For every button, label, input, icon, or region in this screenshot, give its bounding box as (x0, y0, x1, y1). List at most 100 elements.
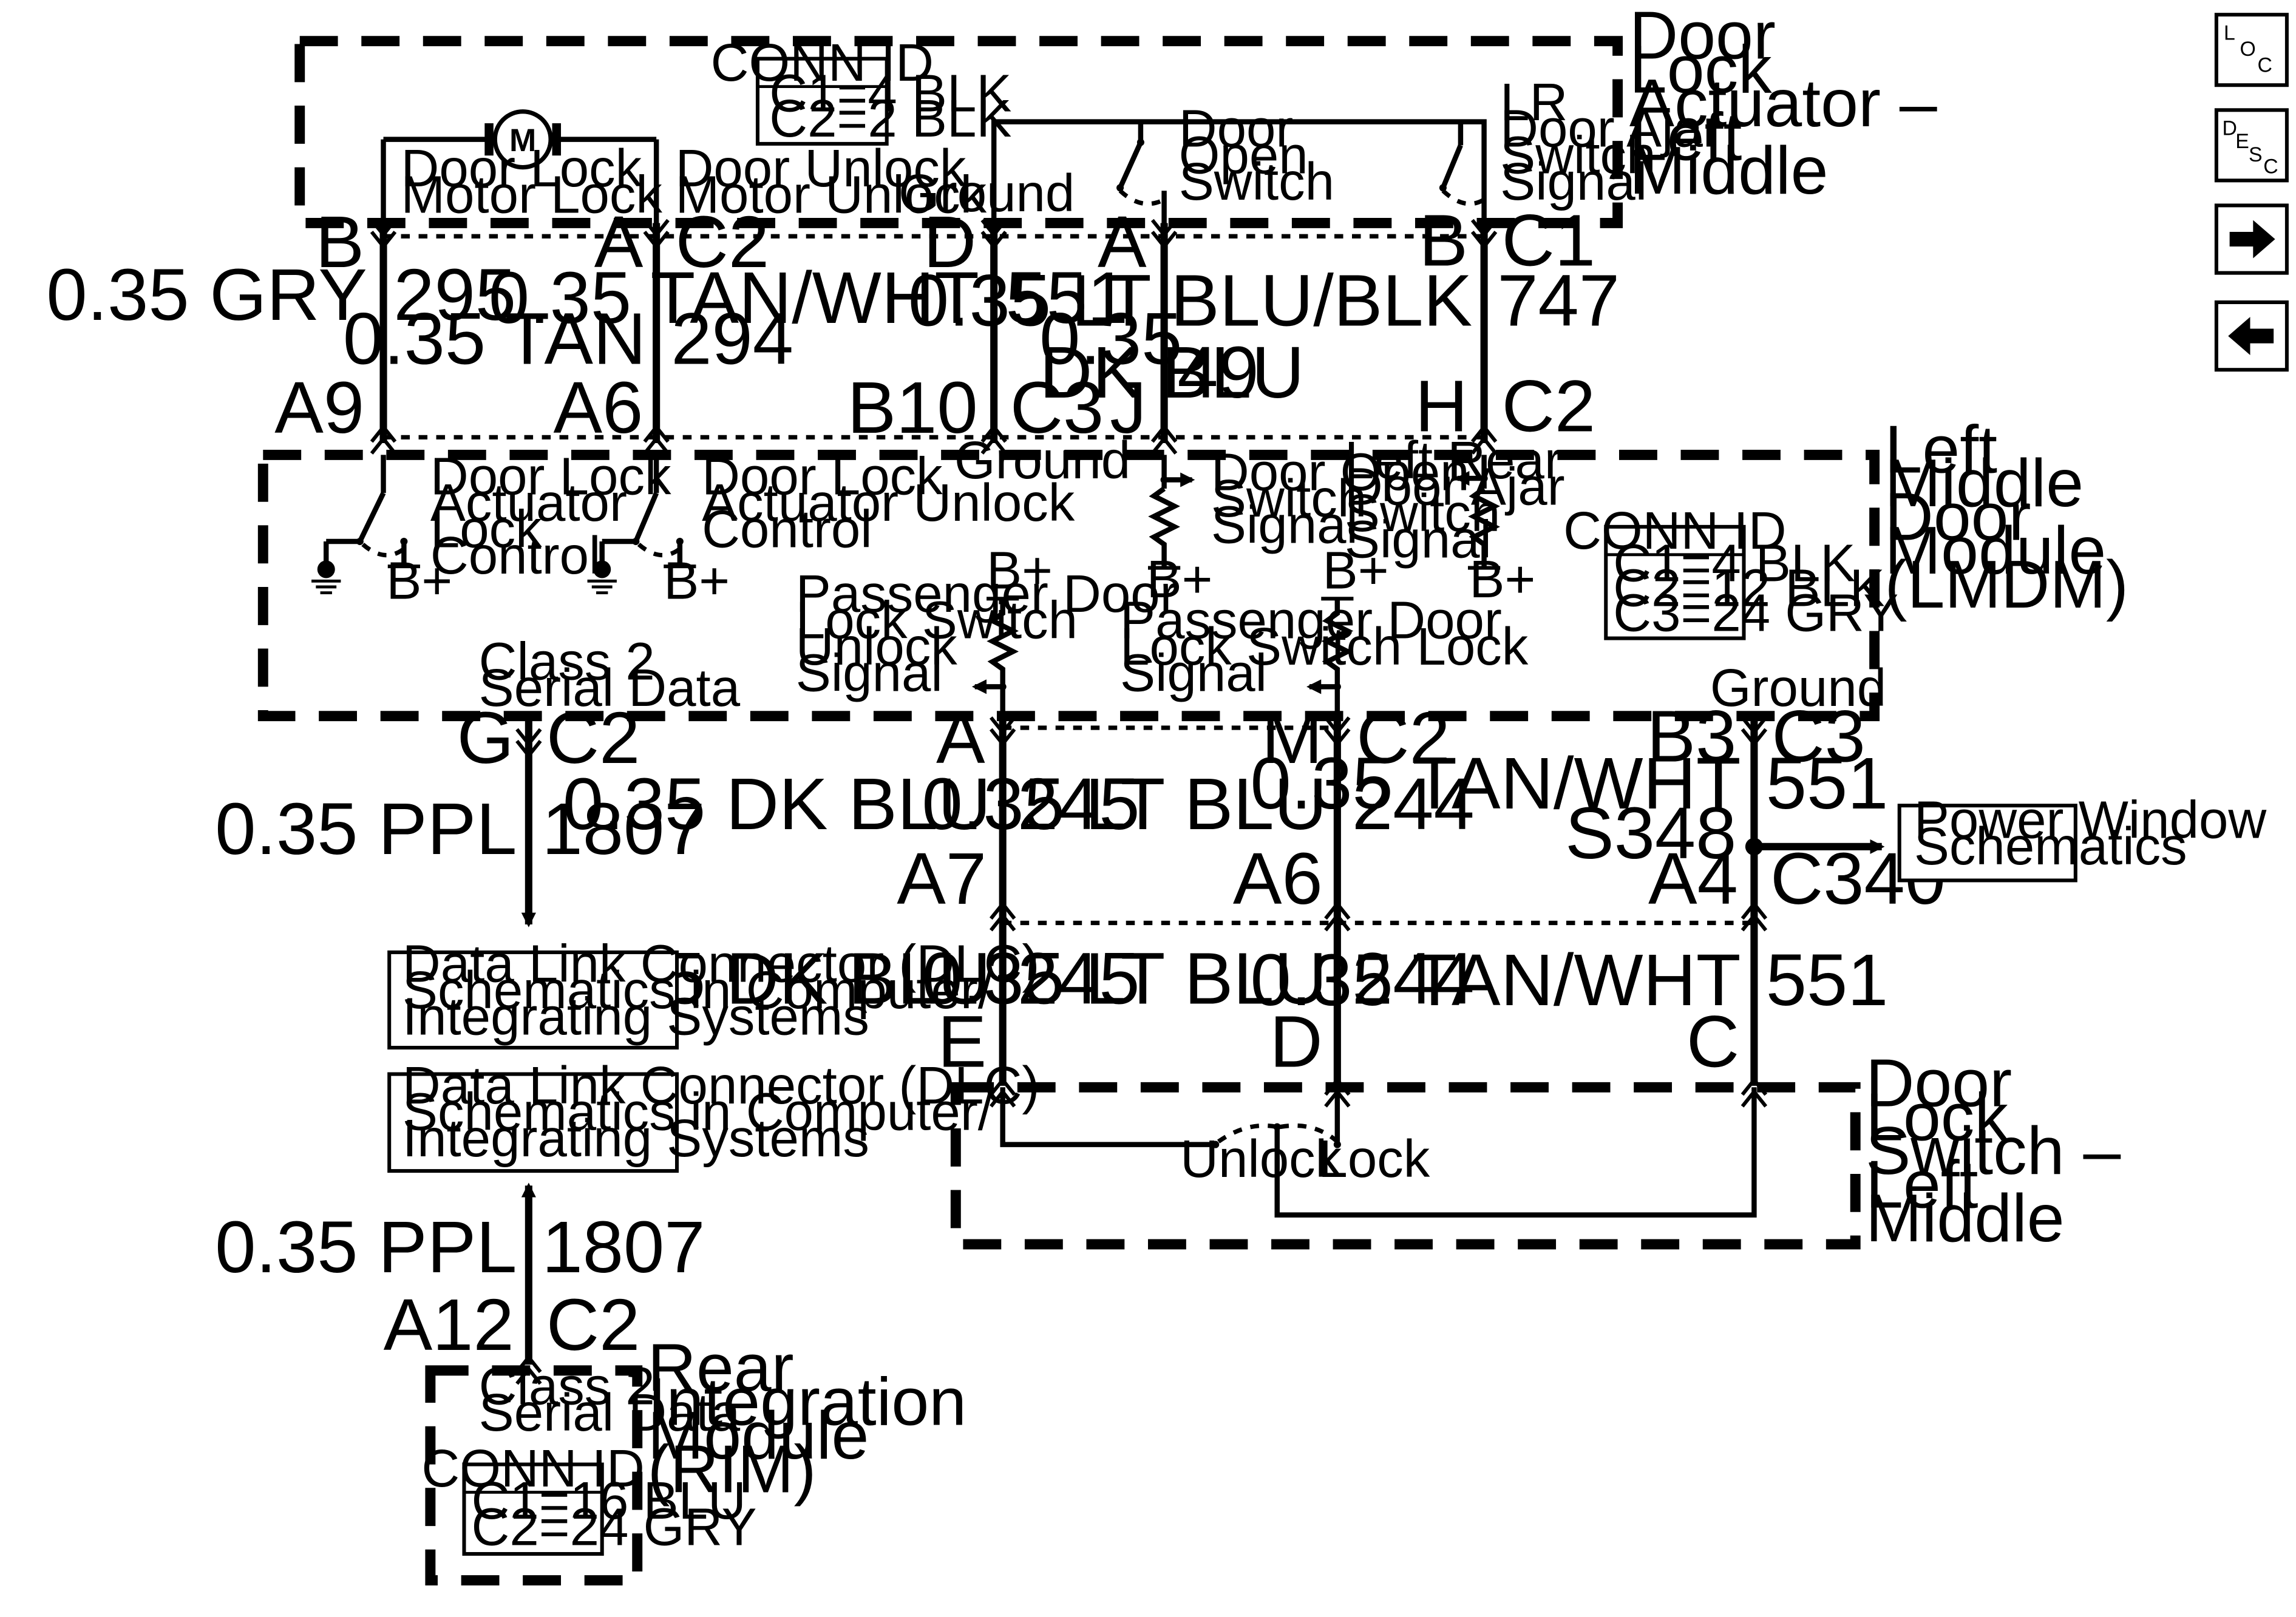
dlc-schematics-box-bottom[interactable]: Data Link Connector (DLC) Schematics in … (387, 1056, 1039, 1173)
circuit-number: 747 (1497, 260, 1620, 342)
svg-text:B+: B+ (664, 551, 730, 610)
lower-wires: G C2 0.35 PPL 1807 A M C2 B3 C3 0.35 DK … (215, 696, 1946, 1108)
lr-ajar-switch-label: LR Door Ajar Switch Signal (1500, 73, 1735, 211)
conn-label: C2 (676, 201, 770, 283)
lr-door-ajar-switch (1439, 121, 1486, 206)
svg-text:B+: B+ (987, 541, 1053, 600)
svg-text:Schematics: Schematics (1914, 817, 2187, 876)
rim-module: Rear Integration Module (RIM) Class 2 Se… (421, 1330, 985, 1586)
power-window-schematics-box[interactable]: Power Window Schematics (1897, 790, 2267, 883)
circuit-number: 551 (1766, 742, 1889, 824)
desc-button[interactable]: D E S C (2214, 108, 2289, 183)
passenger-lock-signal: B+ (1306, 541, 1389, 716)
circuit-number: 551 (1006, 257, 1129, 339)
pin-label: B10 (847, 367, 978, 449)
svg-text:S: S (2249, 143, 2263, 166)
circuit-number: 294 (671, 298, 793, 380)
pin-label: B (1419, 200, 1468, 282)
class2-label: Class 2 Serial Data (479, 632, 741, 717)
unlock-control-label: Door Lock Actuator Unlock Control (702, 447, 1089, 559)
conn-label: C2 (546, 697, 640, 779)
circuit-number: 551 (1766, 939, 1889, 1021)
passenger-unlock-label: Passenger Door Lock Switch Unlock Signal (796, 564, 1192, 703)
door-open-switch-label: Door Open Switch (1179, 100, 1334, 211)
wire-color: 0.35 TAN/WHT (1250, 742, 1741, 824)
svg-text:C1=4 BLK: C1=4 BLK (1613, 534, 1855, 592)
circuit-number: 244 (1352, 938, 1475, 1020)
pin-label: E (937, 1000, 987, 1082)
svg-text:L: L (2224, 21, 2235, 44)
circuit-number: 245 (1017, 938, 1140, 1020)
wire-color: 0.35 LT BLU/BLK (908, 260, 1472, 342)
dlc-schematics-box-top[interactable]: Data Link Connector (DLC) Schematics in … (387, 934, 1039, 1050)
lock-control-switch: B+ (311, 455, 452, 610)
pin-label: A (1098, 201, 1147, 283)
svg-text:D: D (2223, 117, 2237, 140)
pin-label: G (457, 697, 514, 779)
svg-text:M: M (509, 123, 536, 158)
svg-text:B+: B+ (1323, 541, 1389, 600)
loc-button[interactable]: L O C (2214, 13, 2289, 87)
svg-text:Data Link Connector (DLC): Data Link Connector (DLC) (402, 934, 1039, 993)
svg-text:C: C (2258, 53, 2272, 76)
unlock-label: Unlock (1180, 1130, 1342, 1188)
circuit-number: 1807 (542, 1206, 705, 1288)
door-lock-switch-title: Door Lock Switch – Left Middle (1866, 1045, 2139, 1256)
wire-color: 0.35 DK BLU (563, 763, 991, 845)
arrow-left-icon (2228, 317, 2274, 356)
conn-label: C1 (1502, 200, 1596, 282)
rear-ajar-signal: B+ (1455, 455, 1535, 609)
wire-color: 0.35 TAN/WHT (1250, 939, 1741, 1021)
splice-label: S348 (1565, 792, 1736, 874)
lock-control-label: Door Lock Actuator Lock Control (430, 447, 686, 586)
pin-label: A6 (1233, 838, 1323, 920)
prev-button[interactable] (2214, 300, 2289, 372)
wire-color: 0.35 PPL (215, 1206, 517, 1288)
wire-color: 0.35 TAN/WHT (489, 257, 979, 339)
door-open-signal-label: Door Open Switch Signal (1211, 442, 1484, 554)
circuit-number: 245 (1017, 763, 1140, 845)
svg-text:B+: B+ (386, 551, 452, 610)
motor-lock-label: Door Lock Motor Lock (401, 139, 663, 225)
motor-symbol: M (381, 109, 659, 223)
svg-text:B+: B+ (1469, 550, 1535, 609)
svg-text:CONN ID: CONN ID (421, 1439, 644, 1498)
svg-text:CONN ID: CONN ID (1563, 501, 1786, 560)
rear-ajar-signal-label: Left Rear Door Ajar Switch Signal (1345, 431, 1580, 569)
svg-text:O: O (2240, 38, 2256, 61)
lmdm-conn-id: CONN ID C1=4 BLK C2=12 BLK C3=24 GRY (1563, 501, 1898, 642)
actuator-ground-label: Ground (898, 164, 1075, 223)
pin-label: A12 (384, 1284, 514, 1366)
next-button[interactable] (2214, 203, 2289, 275)
rim-title: Rear Integration Module (RIM) (648, 1330, 985, 1507)
svg-text:Power Window: Power Window (1914, 790, 2267, 849)
wire-color: 0.35 PPL (215, 788, 517, 870)
circuit-number: 1807 (542, 788, 705, 870)
pin-label: M (1262, 697, 1323, 779)
wire-color: 0.35 TAN (343, 298, 646, 380)
svg-text:CONN ID: CONN ID (711, 33, 934, 92)
door-lock-switch: Door Lock Switch – Left Middle Unlock Lo… (950, 1045, 2139, 1256)
passenger-unlock-signal: B+ (971, 541, 1053, 716)
circuit-number: 295 (393, 254, 516, 336)
door-lock-actuator: Door Lock Actuator – Left Middle CONN ID… (294, 0, 1956, 228)
pin-label: D (1269, 1000, 1322, 1082)
svg-text:Integrating Systems: Integrating Systems (402, 987, 869, 1046)
passenger-lock-label: Passenger Door Lock Switch Lock Signal (1120, 591, 1543, 703)
rim-wire: 0.35 PPL 1807 A12 C2 (215, 1182, 705, 1385)
svg-text:Schematics in Computer/: Schematics in Computer/ (402, 1082, 993, 1141)
lmdm-title: Left Middle Door Module (LMDM) (1885, 411, 2128, 622)
actuator-title: Door Lock Actuator – Left Middle (1629, 0, 1956, 208)
svg-text:B+: B+ (1147, 550, 1213, 609)
svg-text:C: C (2263, 155, 2278, 178)
unlock-control-switch: B+ (587, 455, 730, 610)
pin-label: A (594, 201, 644, 283)
pin-label: A6 (554, 367, 644, 449)
svg-text:C2=12 BLK: C2=12 BLK (1613, 558, 1885, 617)
wire-color: 0.35 LT BLU (922, 763, 1327, 845)
pin-label: B (315, 201, 364, 283)
lmdm-ground2-label: Ground (1710, 659, 1886, 717)
conn-label: C2 (1502, 365, 1596, 447)
pin-label: A (936, 697, 985, 779)
